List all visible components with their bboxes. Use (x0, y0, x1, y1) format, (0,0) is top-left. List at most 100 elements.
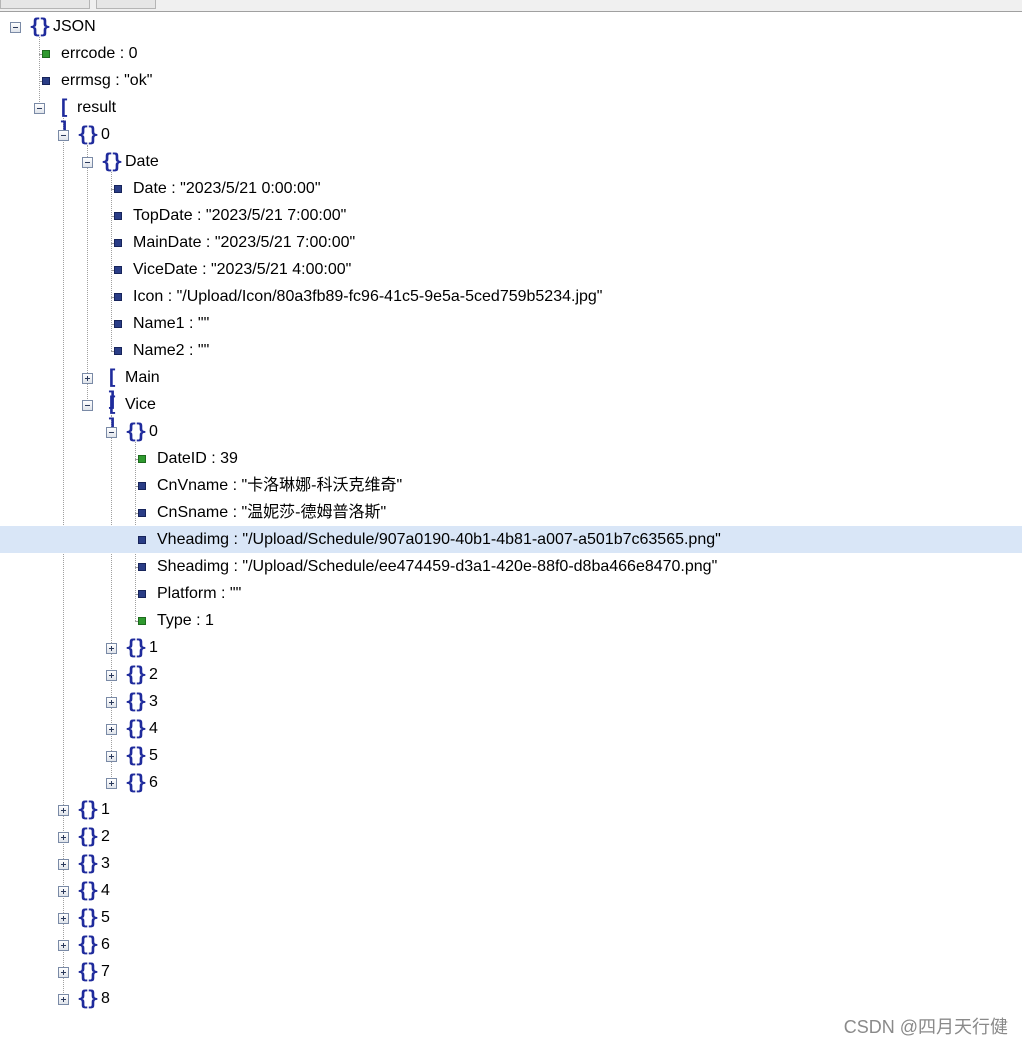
tree-node-label: 3 (149, 693, 158, 710)
tree-node-object[interactable]: {}6 (0, 931, 1022, 958)
tree-node-label: errcode : 0 (61, 45, 138, 62)
tree-node-label: 7 (101, 963, 110, 980)
tree-leaf[interactable]: Sheadimg : "/Upload/Schedule/ee474459-d3… (0, 553, 1022, 580)
tree-node-object[interactable]: {}6 (0, 769, 1022, 796)
expand-icon[interactable] (106, 724, 117, 735)
tree-node-object[interactable]: {}7 (0, 958, 1022, 985)
tree-node-object[interactable]: {}8 (0, 985, 1022, 1012)
tree-node-object[interactable]: {}1 (0, 634, 1022, 661)
tree-leaf[interactable]: Vheadimg : "/Upload/Schedule/907a0190-40… (0, 526, 1022, 553)
expand-icon[interactable] (58, 967, 69, 978)
collapse-icon[interactable] (82, 157, 93, 168)
viewer-tab-strip (0, 0, 1022, 12)
tree-node-label: 5 (101, 909, 110, 926)
collapse-icon[interactable] (58, 130, 69, 141)
tree-node-object[interactable]: {}0 (0, 418, 1022, 445)
array-brackets-icon: [ ] (105, 392, 118, 438)
tree-node-object[interactable]: {}Date (0, 148, 1022, 175)
expand-icon[interactable] (58, 913, 69, 924)
tree-leaf[interactable]: Type : 1 (0, 607, 1022, 634)
tree-connector (111, 216, 113, 217)
tree-node-object[interactable]: {}JSON (0, 13, 1022, 40)
tree-node-object[interactable]: {}2 (0, 661, 1022, 688)
string-value-icon (114, 239, 122, 247)
collapse-icon[interactable] (82, 400, 93, 411)
collapse-icon[interactable] (10, 22, 21, 33)
tree-leaf[interactable]: DateID : 39 (0, 445, 1022, 472)
tree-connector (135, 486, 137, 487)
string-value-icon (138, 590, 146, 598)
number-value-icon (42, 50, 50, 58)
tree-leaf[interactable]: TopDate : "2023/5/21 7:00:00" (0, 202, 1022, 229)
tree-node-label: JSON (53, 18, 96, 35)
tree-leaf[interactable]: Platform : "" (0, 580, 1022, 607)
tree-node-label: 0 (101, 126, 110, 143)
string-value-icon (114, 212, 122, 220)
expand-icon[interactable] (106, 697, 117, 708)
expand-icon[interactable] (58, 832, 69, 843)
collapse-icon[interactable] (106, 427, 117, 438)
tree-node-object[interactable]: {}3 (0, 688, 1022, 715)
tree-node-object[interactable]: {}0 (0, 121, 1022, 148)
expand-icon[interactable] (106, 778, 117, 789)
tree-node-label: 4 (149, 720, 158, 737)
tree-node-label: 0 (149, 423, 158, 440)
tree-leaf[interactable]: Date : "2023/5/21 0:00:00" (0, 175, 1022, 202)
tree-node-array[interactable]: [ ]Vice (0, 391, 1022, 438)
tree-node-label: Date : "2023/5/21 0:00:00" (133, 180, 321, 197)
tab-text[interactable] (0, 0, 90, 9)
tree-node-label: 3 (101, 855, 110, 872)
expand-icon[interactable] (58, 940, 69, 951)
tree-leaf[interactable]: Name1 : "" (0, 310, 1022, 337)
tree-connector (135, 621, 137, 622)
tree-leaf[interactable]: CnSname : "温妮莎-德姆普洛斯" (0, 499, 1022, 526)
tab-viewer[interactable] (96, 0, 156, 9)
collapse-icon[interactable] (34, 103, 45, 114)
expand-icon[interactable] (82, 373, 93, 384)
expand-icon[interactable] (58, 994, 69, 1005)
string-value-icon (138, 482, 146, 490)
tree-node-object[interactable]: {}5 (0, 904, 1022, 931)
tree-node-object[interactable]: {}5 (0, 742, 1022, 769)
tree-leaf[interactable]: CnVname : "卡洛琳娜-科沃克维奇" (0, 472, 1022, 499)
tree-connector (135, 513, 137, 514)
tree-node-label: 1 (101, 801, 110, 818)
expand-icon[interactable] (106, 643, 117, 654)
expand-icon[interactable] (106, 751, 117, 762)
tree-node-label: CnVname : "卡洛琳娜-科沃克维奇" (157, 477, 403, 494)
expand-icon[interactable] (58, 805, 69, 816)
tree-leaf[interactable]: ViceDate : "2023/5/21 4:00:00" (0, 256, 1022, 283)
tree-node-label: MainDate : "2023/5/21 7:00:00" (133, 234, 356, 251)
tree-node-object[interactable]: {}4 (0, 715, 1022, 742)
expand-icon[interactable] (58, 886, 69, 897)
tree-connector (135, 459, 137, 460)
tree-node-label: 8 (101, 990, 110, 1007)
tree-leaf[interactable]: Icon : "/Upload/Icon/80a3fb89-fc96-41c5-… (0, 283, 1022, 310)
tree-leaf[interactable]: MainDate : "2023/5/21 7:00:00" (0, 229, 1022, 256)
tree-node-object[interactable]: {}2 (0, 823, 1022, 850)
tree-node-label: Platform : "" (157, 585, 242, 602)
tree-node-object[interactable]: {}4 (0, 877, 1022, 904)
tree-node-array[interactable]: [ ] Main (0, 364, 1022, 411)
tree-node-label: CnSname : "温妮莎-德姆普洛斯" (157, 504, 387, 521)
tree-node-label: 4 (101, 882, 110, 899)
object-braces-icon: {} (76, 986, 99, 1010)
tree-node-array[interactable]: [ ]result (0, 94, 1022, 141)
tree-node-object[interactable]: {}3 (0, 850, 1022, 877)
tree-leaf[interactable]: errcode : 0 (0, 40, 1022, 67)
array-brackets-icon: [ ] (105, 365, 118, 411)
array-brackets-icon: [ ] (57, 95, 70, 141)
tree-leaf[interactable]: errmsg : "ok" (0, 67, 1022, 94)
expand-icon[interactable] (106, 670, 117, 681)
expand-icon[interactable] (58, 859, 69, 870)
tree-node-label: 6 (101, 936, 110, 953)
tree-node-label: 6 (149, 774, 158, 791)
string-value-icon (138, 509, 146, 517)
object-braces-icon: {} (28, 14, 51, 38)
tree-node-object[interactable]: {}1 (0, 796, 1022, 823)
tree-leaf[interactable]: Name2 : "" (0, 337, 1022, 364)
string-value-icon (138, 563, 146, 571)
tree-connector (111, 189, 113, 190)
tree-node-label: Main (125, 369, 160, 386)
